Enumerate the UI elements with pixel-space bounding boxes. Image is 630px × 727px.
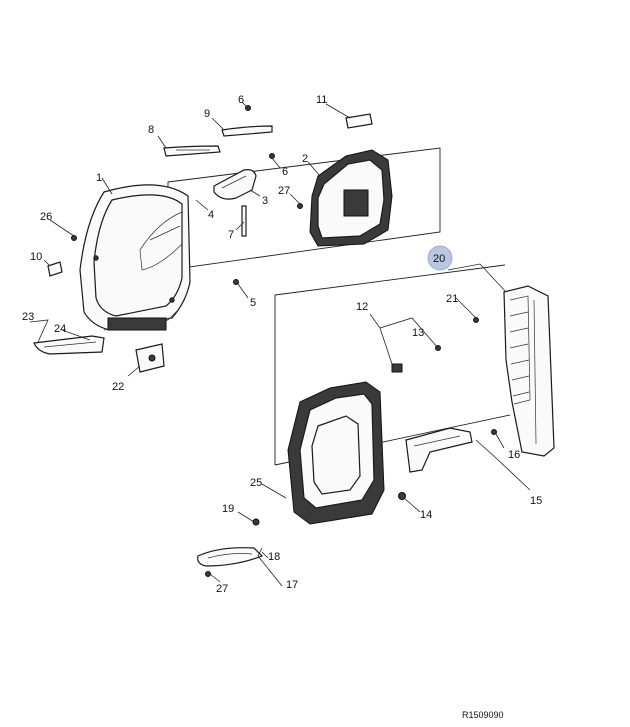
callout-17: 17 bbox=[286, 579, 298, 591]
callout-27-lower: 27 bbox=[216, 583, 228, 595]
callout-18: 18 bbox=[268, 551, 280, 563]
air-duct-panel bbox=[503, 285, 555, 457]
callout-13: 13 bbox=[412, 327, 424, 339]
callout-15: 15 bbox=[530, 495, 542, 507]
side-bracket bbox=[405, 427, 473, 473]
callout-20-highlight bbox=[427, 245, 453, 271]
callout-14: 14 bbox=[420, 509, 432, 521]
fog-lamp-bezel bbox=[197, 547, 264, 567]
headlamp-housing bbox=[79, 184, 191, 331]
leader-lines bbox=[29, 101, 531, 587]
reference-code: R1509090 bbox=[462, 710, 504, 720]
gasket bbox=[213, 169, 257, 200]
callout-9: 9 bbox=[204, 108, 210, 120]
callout-4: 4 bbox=[208, 209, 214, 221]
fasteners bbox=[71, 105, 497, 577]
callout-26: 26 bbox=[40, 211, 52, 223]
callout-16: 16 bbox=[508, 449, 520, 461]
lower-trim-strip bbox=[33, 335, 105, 355]
callout-24: 24 bbox=[54, 323, 66, 335]
callout-27-upper: 27 bbox=[278, 185, 290, 197]
small-clip bbox=[47, 261, 63, 277]
upper-trim-9 bbox=[221, 125, 273, 137]
callout-1: 1 bbox=[96, 172, 102, 184]
callout-12: 12 bbox=[356, 301, 368, 313]
upper-trim-8 bbox=[163, 145, 221, 157]
callout-11: 11 bbox=[316, 94, 327, 106]
headlamp-bezel bbox=[309, 149, 393, 247]
callout-23: 23 bbox=[22, 311, 34, 323]
cover-plate bbox=[135, 343, 165, 373]
headlamp-mounting-frame bbox=[287, 381, 385, 525]
callout-6-upper: 6 bbox=[238, 94, 244, 106]
callout-10: 10 bbox=[30, 251, 42, 263]
callout-19: 19 bbox=[222, 503, 234, 515]
callout-labels: 1 2 3 4 5 6 6 7 8 9 10 11 12 13 14 15 16… bbox=[22, 94, 542, 595]
callout-25: 25 bbox=[250, 477, 262, 489]
label-plate bbox=[345, 113, 373, 129]
bracket-7 bbox=[241, 205, 247, 237]
callout-21: 21 bbox=[446, 293, 458, 305]
callout-20: 20 bbox=[433, 253, 445, 265]
callout-2: 2 bbox=[302, 153, 308, 165]
callout-22: 22 bbox=[112, 381, 124, 393]
callout-8: 8 bbox=[148, 124, 154, 136]
callout-5: 5 bbox=[250, 297, 256, 309]
callout-3: 3 bbox=[262, 195, 268, 207]
callout-7: 7 bbox=[228, 229, 234, 241]
callout-6-lower: 6 bbox=[282, 166, 288, 178]
